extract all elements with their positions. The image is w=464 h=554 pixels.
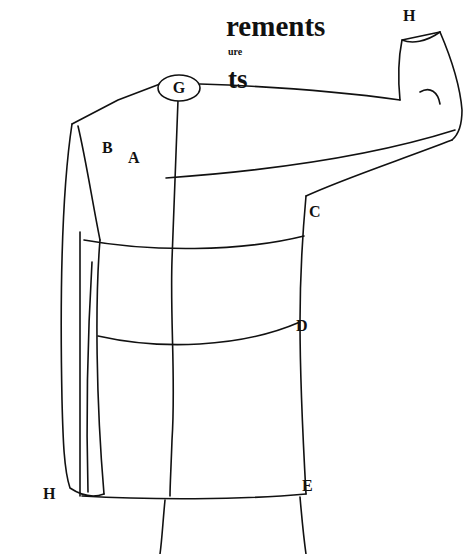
callout-letter: C: [309, 204, 321, 220]
callout-letter: D: [296, 318, 308, 334]
heading-fragment: ts: [228, 66, 248, 93]
callout-letter: E: [302, 478, 313, 494]
callout-letter: A: [128, 150, 140, 166]
callout-letter: H: [403, 8, 415, 24]
callout-letter: H: [43, 486, 55, 502]
callout-letter: B: [102, 140, 113, 156]
subtitle-fragment: ure: [228, 47, 242, 57]
page-title: rements: [226, 12, 325, 41]
collar-oval: G: [157, 74, 201, 102]
node-letter: G: [157, 80, 201, 96]
